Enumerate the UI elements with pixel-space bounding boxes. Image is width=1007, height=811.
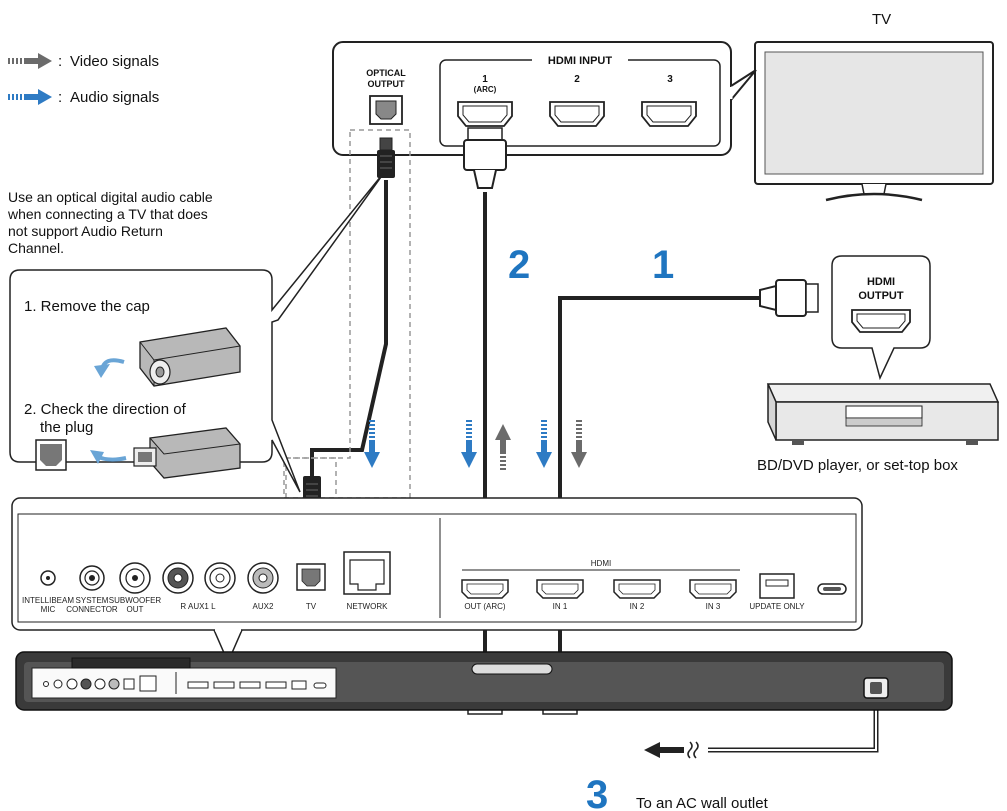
step1-remove-cap: 1. Remove the cap (24, 298, 150, 315)
tv-hdmi-port-2[interactable] (549, 101, 605, 127)
hdmi-in1-port[interactable] (536, 579, 584, 599)
step-number-3: 3 (586, 773, 608, 811)
hdmi-plug-player (759, 279, 819, 317)
optical-audio-arrow-icon (364, 420, 380, 468)
note-line-4: Channel. (8, 240, 64, 256)
aux1-label: R AUX1 L (180, 602, 216, 611)
system-connector-label-2: CONNECTOR (66, 605, 118, 614)
update-only-label: UPDATE ONLY (749, 602, 805, 611)
tv: TV (754, 11, 994, 202)
step-number-2: 2 (508, 243, 530, 287)
legend-audio-label: Audio signals (70, 89, 159, 106)
system-connector-label-1: SYSTEM (76, 596, 109, 605)
subwoofer-label-1: SUBWOOFER (109, 596, 162, 605)
step2-check-direction-1: 2. Check the direction of (24, 401, 187, 418)
tv-hdmi-port-1-number: 1 (482, 74, 488, 85)
step-number-1: 1 (652, 243, 674, 287)
intellibeam-label-1: INTELLIBEAM (22, 596, 74, 605)
note-line-1: Use an optical digital audio cable (8, 189, 213, 205)
optical-plug-top (377, 137, 395, 178)
micro-usb-port[interactable] (817, 583, 847, 595)
video-signal-arrow-icon (6, 53, 52, 69)
hdmi1-audio-down-arrow-icon (536, 420, 552, 468)
tv-screen (764, 51, 984, 175)
audio-signal-arrow-icon (6, 89, 52, 105)
step2-check-direction-2: the plug (40, 419, 93, 436)
tv-hdmi-port-3[interactable] (641, 101, 697, 127)
optical-plug-direction-illustration (133, 427, 241, 479)
hdmi-in2-port[interactable] (613, 579, 661, 599)
tv-hdmi-port-3-number: 3 (667, 74, 673, 85)
hdmi1-video-down-arrow-icon (571, 420, 587, 468)
optical-output-label-2: OUTPUT (368, 79, 406, 89)
aux1-r-jack[interactable] (162, 562, 194, 594)
tv-optical-output-port[interactable] (369, 95, 403, 125)
hdmi-in1-label: IN 1 (553, 602, 568, 611)
network-label: NETWORK (347, 602, 389, 611)
legend-separator: : (58, 89, 62, 106)
legend-separator: : (58, 53, 62, 70)
note-line-3: not support Audio Return (8, 223, 163, 239)
power-direction-arrow-icon (644, 741, 699, 759)
aux2-label: AUX2 (253, 602, 274, 611)
hdmi-out-arc-port[interactable] (461, 579, 509, 599)
system-connector-jack[interactable] (79, 565, 105, 591)
player-output-label: OUTPUT (858, 290, 904, 302)
hdmi-out-arc-label: OUT (ARC) (464, 602, 506, 611)
tv-optical-input-port[interactable] (296, 563, 326, 591)
tv-stand-base (825, 192, 923, 202)
subwoofer-label-2: OUT (127, 605, 144, 614)
hdmi-in3-port[interactable] (689, 579, 737, 599)
optical-guide-dashed (283, 129, 411, 499)
tv-stand-neck (861, 183, 887, 195)
tv-callout-pointer (730, 69, 757, 101)
hdmi-in2-label: IN 2 (630, 602, 645, 611)
player-hdmi-callout: HDMI OUTPUT (831, 255, 931, 381)
tv-hdmi-port-2-number: 2 (574, 74, 580, 85)
rear-hdmi-label: HDMI (591, 559, 611, 568)
bd-dvd-player (766, 383, 1000, 445)
intellibeam-mic-jack[interactable] (40, 570, 56, 586)
subwoofer-out-jack[interactable] (119, 562, 151, 594)
tv-hdmi-port-1[interactable] (457, 101, 513, 127)
legend-video-label: Video signals (70, 53, 159, 70)
hdmi2-video-up-arrow-icon (495, 424, 511, 470)
optical-note: Use an optical digital audio cable when … (7, 189, 213, 256)
plug-instructions-callout: 1. Remove the cap 2. Check the direction… (9, 169, 387, 493)
hdmi-in3-label: IN 3 (706, 602, 721, 611)
player-hdmi-label: HDMI (867, 276, 895, 288)
optical-plug-cap-illustration (139, 327, 241, 387)
optical-output-label-1: OPTICAL (366, 68, 406, 78)
optical-port-icon (35, 439, 67, 471)
tv-port-callout: HDMI INPUT 1 (ARC) 2 3 OPTICAL OUTPUT (332, 41, 757, 156)
tv-hdmi-port-1-arc: (ARC) (474, 85, 497, 94)
rear-panel-callout: INTELLIBEAM MIC SYSTEM CONNECTOR SUBWOOF… (11, 497, 863, 664)
tv-title: TV (872, 11, 891, 28)
tv-optical-label: TV (306, 602, 317, 611)
legend: : Video signals : Audio signals (6, 53, 159, 106)
update-only-usb-port[interactable] (759, 573, 795, 599)
sound-bar (15, 651, 953, 711)
hdmi-input-label: HDMI INPUT (548, 55, 612, 67)
aux1-l-jack[interactable] (204, 562, 236, 594)
player-hdmi-output-port[interactable] (851, 309, 911, 333)
optical-cable (310, 180, 388, 478)
player-caption: BD/DVD player, or set-top box (757, 457, 958, 474)
aux2-jack[interactable] (247, 562, 279, 594)
hdmi-plug-tv (463, 127, 507, 189)
sound-bar-mini-ports (43, 675, 327, 692)
ac-outlet-label: To an AC wall outlet (636, 795, 769, 811)
hdmi2-audio-down-arrow-icon (461, 420, 477, 468)
note-line-2: when connecting a TV that does (7, 206, 208, 222)
network-port[interactable] (343, 551, 391, 595)
intellibeam-label-2: MIC (41, 605, 56, 614)
